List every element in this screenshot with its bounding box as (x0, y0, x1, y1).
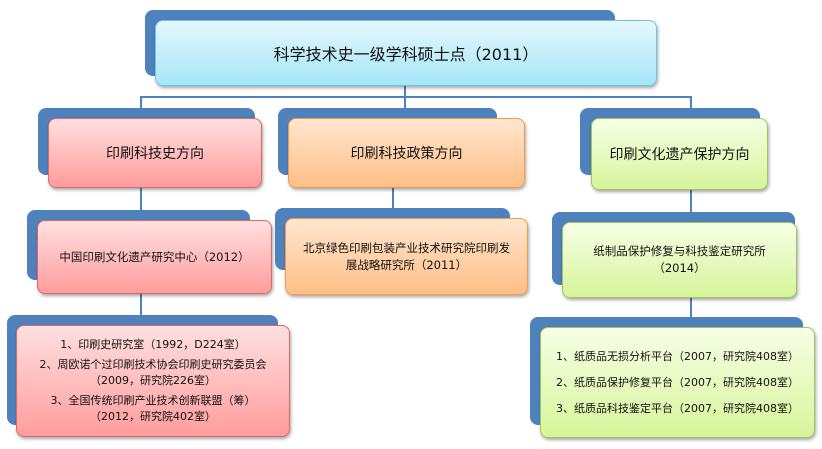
connector (404, 96, 406, 108)
center-label: 中国印刷文化遗产研究中心（2012） (59, 249, 250, 264)
connector (404, 86, 406, 97)
connector (140, 96, 692, 98)
unit-item: 1、印刷史研究室（1992，D224室） (60, 338, 246, 351)
connector (140, 96, 142, 108)
units-history[interactable]: 1、印刷史研究室（1992，D224室） 2、周欧诺个过印刷技术协会印刷史研究委… (16, 325, 290, 437)
center-heritage[interactable]: 纸制品保护修复与科技鉴定研究所 （2014） (562, 222, 797, 298)
root-node[interactable]: 科学技术史一级学科硕士点（2011） (155, 20, 657, 86)
unit-item: （2012，研究院402室） (90, 410, 216, 423)
root-label: 科学技术史一级学科硕士点（2011） (273, 45, 539, 64)
direction-label: 印刷文化遗产保护方向 (609, 147, 750, 163)
center-policy[interactable]: 北京绿色印刷包装产业技术研究院印刷发 展战略研究所（2011） (285, 218, 528, 295)
direction-heritage[interactable]: 印刷文化遗产保护方向 (591, 118, 768, 190)
connector (140, 294, 142, 315)
center-label: （2014） (653, 261, 706, 275)
direction-policy[interactable]: 印刷科技政策方向 (288, 118, 525, 188)
unit-item: 1、纸质品无损分析平台（2007，研究院408室） (556, 349, 799, 363)
direction-label: 印刷科技史方向 (106, 146, 204, 162)
connector (690, 96, 692, 108)
center-history[interactable]: 中国印刷文化遗产研究中心（2012） (37, 220, 272, 294)
direction-label: 印刷科技政策方向 (350, 146, 463, 162)
unit-item: （2009，研究院226室） (90, 374, 216, 387)
unit-item: 2、周欧诺个过印刷技术协会印刷史研究委员会 (39, 358, 267, 371)
direction-history[interactable]: 印刷科技史方向 (48, 118, 262, 188)
connector (392, 188, 394, 208)
connector (690, 298, 692, 317)
unit-item: 2、纸质品保护修复平台（2007，研究院408室） (556, 375, 799, 389)
unit-item: 3、全国传统印刷产业技术创新联盟（筹） (50, 394, 256, 407)
center-label: 展战略研究所（2011） (345, 257, 468, 272)
connector (140, 188, 142, 210)
center-label: 纸制品保护修复与科技鉴定研究所 (593, 244, 766, 258)
units-heritage[interactable]: 1、纸质品无损分析平台（2007，研究院408室） 2、纸质品保护修复平台（20… (540, 327, 815, 438)
unit-item: 3、纸质品科技鉴定平台（2007，研究院408室） (556, 401, 799, 415)
center-label: 北京绿色印刷包装产业技术研究院印刷发 (303, 240, 510, 255)
connector (690, 190, 692, 212)
